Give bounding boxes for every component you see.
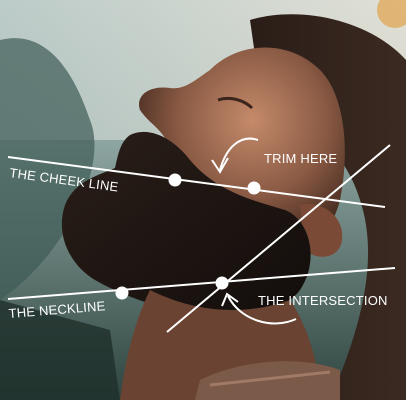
ear (300, 204, 343, 257)
cheek-point-front (168, 173, 182, 187)
background-foliage (0, 38, 95, 301)
neckline-line (7, 267, 396, 300)
neckline-point (115, 286, 129, 300)
cheek-point-back (247, 181, 261, 195)
face (139, 47, 345, 256)
intersection-label: THE INTERSECTION (258, 293, 388, 308)
shirt-pattern (209, 370, 331, 387)
trim-here-label: TRIM HERE (264, 151, 337, 166)
trim-here-arrow (219, 137, 259, 171)
closed-eye (217, 96, 254, 110)
shirt (195, 361, 340, 400)
jaw-angle-line (166, 144, 391, 333)
hair (250, 14, 406, 400)
background-leaf (377, 0, 406, 28)
cheek-line (7, 156, 386, 208)
intersection-arrow (227, 295, 297, 325)
intersection-arrowhead-icon (221, 292, 239, 307)
intersection-point (215, 276, 229, 290)
beard (61, 131, 311, 319)
background-lower (0, 300, 120, 400)
trim-here-arrowhead-icon (211, 157, 229, 174)
